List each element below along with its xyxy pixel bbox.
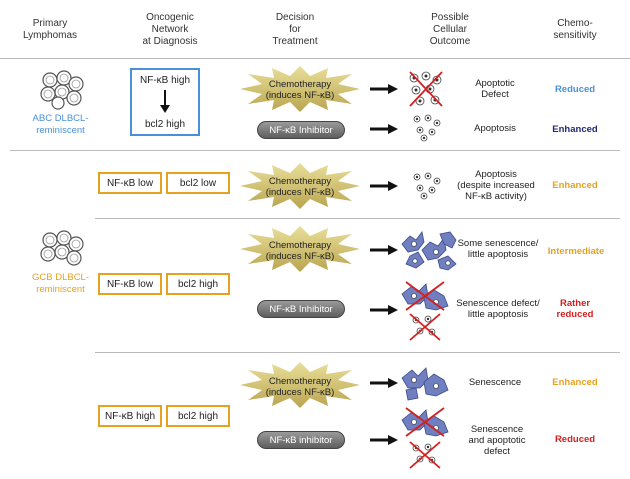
outcome-senescence-defect: Senescence defect/ little apoptosis bbox=[456, 298, 540, 320]
sensitivity-rather-reduced: Rather reduced bbox=[556, 298, 594, 320]
nfkb-inhibitor-pill: NF-κB Inhibitor bbox=[257, 121, 345, 139]
outcome-apoptosis-despite: Apoptosis (despite increased NF-κB activ… bbox=[457, 169, 535, 202]
outcome-senescence-apoptotic-defect: Senescence and apoptotic defect bbox=[468, 424, 526, 457]
header-chemosensitivity: Chemo- sensitivity bbox=[553, 18, 597, 41]
header-primary-lymphomas: Primary Lymphomas bbox=[22, 18, 78, 41]
chemotherapy-burst-icon bbox=[240, 163, 360, 209]
sensitivity-reduced: Reduced bbox=[554, 434, 596, 445]
arrow-down-icon bbox=[160, 90, 170, 113]
header-cellular-outcome: Possible Cellular Outcome bbox=[429, 12, 471, 47]
chemotherapy-burst-icon bbox=[240, 66, 360, 112]
row3-bcl2-box: bcl2 high bbox=[166, 273, 230, 295]
arrow-right-icon bbox=[370, 84, 398, 94]
apoptotic-cells-icon bbox=[413, 114, 441, 142]
chemotherapy-label: Chemotherapy (induces NF-κB) bbox=[265, 240, 335, 262]
row4-bcl2-box: bcl2 high bbox=[166, 405, 230, 427]
cross-icon bbox=[409, 313, 441, 341]
row2-nfkb-box: NF-κB low bbox=[98, 172, 162, 194]
chemotherapy-label: Chemotherapy (induces NF-κB) bbox=[265, 176, 335, 198]
lymphoma-cells-icon bbox=[40, 230, 84, 266]
separator-top bbox=[0, 58, 630, 59]
chemotherapy-burst-icon bbox=[240, 226, 360, 272]
arrow-right-icon bbox=[370, 124, 398, 134]
arrow-right-icon bbox=[370, 305, 398, 315]
header-decision-treatment: Decision for Treatment bbox=[272, 12, 318, 47]
apoptotic-cells-icon bbox=[413, 172, 441, 200]
sensitivity-reduced: Reduced bbox=[554, 84, 596, 95]
chemotherapy-burst-icon bbox=[240, 362, 360, 408]
cross-icon bbox=[409, 441, 441, 469]
arrow-right-icon bbox=[370, 245, 398, 255]
row3-nfkb-box: NF-κB low bbox=[98, 273, 162, 295]
row4-nfkb-box: NF-κB high bbox=[98, 405, 162, 427]
outcome-some-senescence: Some senescence/ little apoptosis bbox=[457, 238, 539, 260]
nfkb-inhibitor-pill: NF-κB Inhibitor bbox=[257, 300, 345, 318]
header-oncogenic-network: Oncogenic Network at Diagnosis bbox=[142, 12, 198, 47]
senescent-cells-icon bbox=[401, 367, 449, 401]
abc-nfkb-high: NF-κB high bbox=[139, 75, 190, 86]
abc-network-box: NF-κB high bcl2 high bbox=[130, 68, 200, 136]
sensitivity-enhanced: Enhanced bbox=[552, 124, 598, 135]
lymphoma-cells-icon bbox=[40, 70, 84, 110]
row2-bcl2-box: bcl2 low bbox=[166, 172, 230, 194]
sensitivity-intermediate: Intermediate bbox=[547, 246, 605, 257]
separator-3 bbox=[95, 352, 620, 353]
separator-2 bbox=[95, 218, 620, 219]
cross-icon bbox=[405, 407, 445, 437]
outcome-senescence: Senescence bbox=[468, 377, 522, 388]
abc-lymphoma-label: ABC DLBCL- reminiscent bbox=[32, 113, 89, 136]
gcb-lymphoma-label: GCB DLBCL- reminiscent bbox=[31, 272, 89, 295]
chemotherapy-label: Chemotherapy (induces NF-κB) bbox=[265, 79, 335, 101]
abc-bcl2-high: bcl2 high bbox=[144, 119, 186, 130]
outcome-apoptotic-defect: Apoptotic Defect bbox=[475, 78, 515, 100]
arrow-right-icon bbox=[370, 378, 398, 388]
separator-1 bbox=[10, 150, 620, 151]
outcome-apoptosis: Apoptosis bbox=[474, 123, 516, 134]
sensitivity-enhanced: Enhanced bbox=[552, 180, 598, 191]
cross-icon bbox=[405, 281, 445, 311]
senescent-cells-icon bbox=[401, 231, 457, 271]
arrow-right-icon bbox=[370, 435, 398, 445]
nfkb-inhibitor-pill: NF-κB inhibitor bbox=[257, 431, 345, 449]
arrow-right-icon bbox=[370, 181, 398, 191]
cross-icon bbox=[409, 71, 443, 107]
chemotherapy-label: Chemotherapy (induces NF-κB) bbox=[265, 376, 335, 398]
sensitivity-enhanced: Enhanced bbox=[552, 377, 598, 388]
